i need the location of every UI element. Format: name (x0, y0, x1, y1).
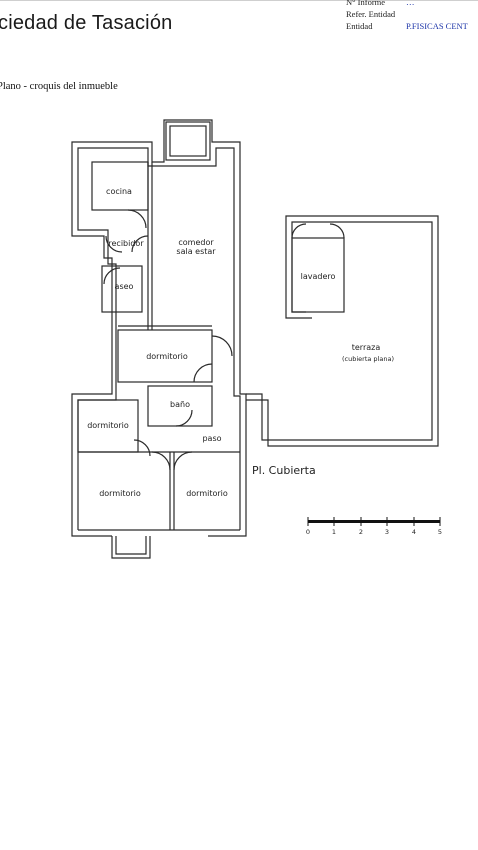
room-label-cubierta-plana: (cubierta plana) (342, 355, 394, 363)
floor-plan: cocina recibidor comedor sala estar aseo… (71, 119, 442, 559)
wall-outline-inner (77, 147, 241, 530)
wall-balcony-top-inner (169, 125, 207, 157)
meta-label: N° Informe (346, 0, 386, 7)
door-arc (133, 439, 151, 457)
wall-terraza-outer (246, 215, 439, 447)
door-arc (211, 335, 233, 357)
meta-row-refer: Refer. Entidad (346, 8, 468, 20)
door-arc (291, 223, 307, 239)
door-arc (329, 223, 345, 239)
room-label-dormitorio-4: dormitorio (186, 489, 228, 498)
room-label-comedor: comedor (178, 238, 214, 247)
meta-row-entidad: Entidad P.FISICAS CENT (346, 20, 468, 32)
door-arc (151, 451, 171, 471)
meta-row-informe: N° Informe … (346, 0, 468, 8)
wall-balcony-bottom-inner (115, 536, 147, 555)
room-labels: cocina recibidor comedor sala estar aseo… (87, 187, 394, 498)
door-arc (173, 451, 193, 471)
meta-label: Entidad (346, 21, 373, 31)
room-label-cocina: cocina (106, 187, 132, 196)
room-label-terraza: terraza (352, 343, 381, 352)
meta-value: P.FISICAS CENT (406, 21, 468, 31)
room-label-dormitorio-1: dormitorio (146, 352, 188, 361)
door-arc (105, 235, 123, 253)
door-arc (175, 409, 193, 427)
scale-tick-label: 1 (332, 528, 336, 536)
scale-tick-label: 2 (359, 528, 363, 536)
door-arc (103, 267, 121, 285)
meta-value: … (406, 0, 415, 7)
company-name: ciedad de Tasación (0, 12, 173, 34)
door-arc (131, 235, 149, 253)
wall-outline (71, 119, 247, 537)
room-label-paso: paso (202, 434, 221, 443)
meta-label: Refer. Entidad (346, 9, 396, 19)
room-label-lavadero: lavadero (301, 272, 336, 281)
wall-dormitorio-1 (117, 329, 213, 383)
report-meta: N° Informe … Refer. Entidad Entidad P.FI… (346, 0, 468, 32)
room-label-bano: baño (170, 400, 190, 409)
room-label-dormitorio-3: dormitorio (99, 489, 141, 498)
top-rule (0, 0, 478, 1)
scale-tick-label: 4 (412, 528, 416, 536)
scale-tick-label: 0 (306, 528, 310, 536)
wall-lavadero (291, 237, 345, 313)
section-title: Plano - croquis del inmueble (0, 81, 118, 92)
door-arc (193, 363, 213, 383)
wall-balcony-bottom (111, 536, 151, 559)
scale-bar: 0 1 2 3 4 5 (306, 517, 442, 536)
wall-aseo (101, 265, 143, 313)
room-label-recibidor: recibidor (108, 239, 144, 248)
room-label-dormitorio-2: dormitorio (87, 421, 129, 430)
wall-terraza (246, 221, 433, 441)
wall-balcony-top (165, 121, 211, 161)
door-arc (127, 209, 147, 229)
scale-tick-label: 5 (438, 528, 442, 536)
room-label-sala-estar: sala estar (176, 247, 216, 256)
wall-cocina (91, 161, 149, 211)
scale-tick-label: 3 (385, 528, 389, 536)
room-label-aseo: aseo (115, 282, 134, 291)
floor-label: Pl. Cubierta (252, 464, 316, 477)
plan-walls (71, 119, 439, 559)
scale-bar-line (308, 520, 440, 523)
